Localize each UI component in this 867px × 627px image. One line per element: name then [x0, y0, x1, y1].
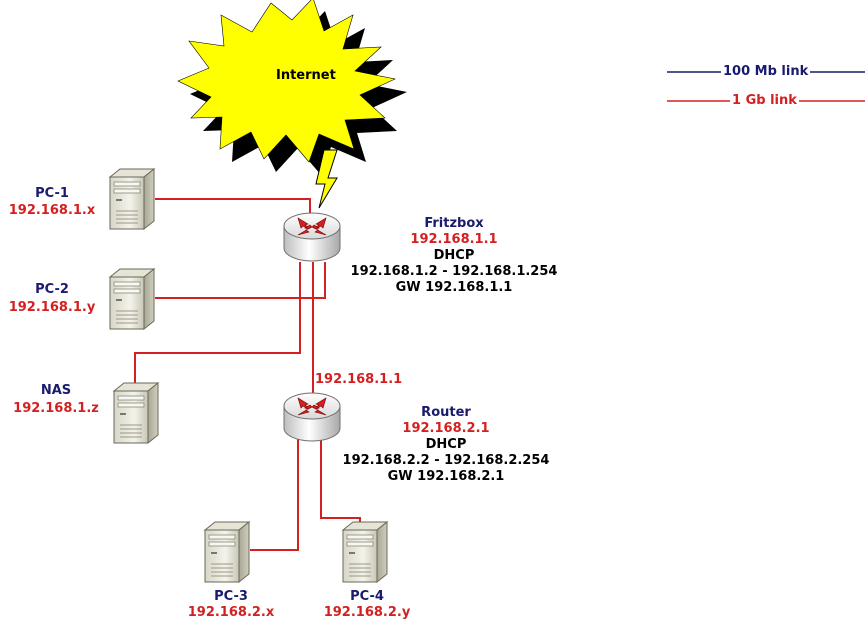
router-dhcp: DHCP [425, 437, 467, 452]
link-nas-fritzbox [134, 262, 301, 383]
pc4-ip: 192.168.2.y [323, 605, 411, 620]
pc3-name: PC-3 [214, 589, 248, 604]
router-ip: 192.168.2.1 [402, 421, 490, 436]
legend-100mb-label: 100 Mb link [721, 64, 811, 80]
router-name: Router [421, 405, 471, 420]
link-router-pc3 [250, 438, 299, 551]
pc1-ip: 192.168.1.x [8, 203, 96, 218]
gigabit-links [134, 198, 361, 551]
pc1-name: PC-1 [35, 186, 69, 201]
pc4-tower-icon[interactable] [342, 521, 388, 583]
nas-ip: 192.168.1.z [13, 401, 99, 416]
link-pc2-fritzbox [155, 262, 326, 299]
pc2-tower-icon[interactable] [109, 268, 155, 330]
fritzbox-ip: 192.168.1.1 [410, 232, 498, 247]
internet-burst-icon [177, 0, 407, 175]
pc2-ip: 192.168.1.y [8, 300, 96, 315]
pc2-name: PC-2 [35, 282, 69, 297]
fritzbox-name: Fritzbox [424, 216, 484, 231]
pc1-tower-icon[interactable] [109, 168, 155, 230]
fritzbox-gateway: GW 192.168.1.1 [395, 280, 513, 295]
pc3-tower-icon[interactable] [204, 521, 250, 583]
nas-name: NAS [40, 383, 72, 398]
pc3-ip: 192.168.2.x [187, 605, 275, 620]
internet-label: Internet [276, 68, 336, 83]
fritzbox-dhcp: DHCP [433, 248, 475, 263]
legend-1gb-label: 1 Gb link [730, 93, 799, 109]
fritzbox-router-icon[interactable] [283, 212, 341, 262]
burst-fill [177, 0, 396, 163]
router-wan-ip: 192.168.1.1 [315, 372, 403, 387]
link-router-pc4 [320, 438, 361, 526]
fritzbox-dhcp-range: 192.168.1.2 - 192.168.1.254 [350, 264, 558, 279]
pc4-name: PC-4 [350, 589, 384, 604]
lightning-icon [315, 149, 338, 209]
nas-tower-icon[interactable] [113, 382, 159, 444]
router-icon[interactable] [283, 392, 341, 442]
link-pc1-fritzbox [155, 198, 311, 218]
router-gateway: GW 192.168.2.1 [387, 469, 505, 484]
router-dhcp-range: 192.168.2.2 - 192.168.2.254 [342, 453, 550, 468]
